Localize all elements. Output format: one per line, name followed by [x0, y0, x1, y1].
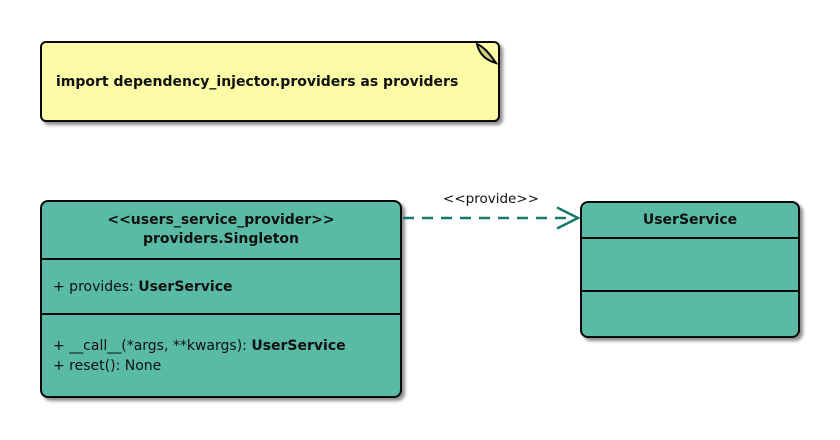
method-text: + reset(): None [53, 357, 162, 374]
provider-class-methods: + __call__(*args, **kwargs): UserService… [42, 313, 400, 396]
method-reset: + reset(): None [42, 356, 400, 376]
attribute-text: + provides: [53, 278, 139, 295]
provider-class-name: providers.Singleton [143, 231, 299, 247]
method-call: + __call__(*args, **kwargs): UserService [42, 336, 400, 356]
provider-class-attributes: + provides: UserService [42, 258, 400, 313]
attribute-type: UserService [138, 278, 233, 295]
note-fold-icon [475, 42, 499, 65]
method-return-type: UserService [251, 337, 346, 354]
provider-class-header: <<users_service_provider>> providers.Sin… [42, 202, 400, 258]
service-class-name: UserService [642, 211, 738, 228]
attribute-provides: + provides: UserService [42, 277, 400, 297]
provide-arrow-label: <<provide>> [443, 191, 539, 207]
provider-class-stereotype: <<users_service_provider>> [107, 212, 335, 228]
note-text: import dependency_injector.providers as … [56, 73, 459, 90]
method-text: + __call__(*args, **kwargs): [53, 337, 252, 354]
service-class-header: UserService [582, 203, 798, 237]
service-class-box: UserService [580, 201, 800, 338]
provide-arrow [403, 206, 581, 230]
service-class-attributes-empty [582, 237, 798, 290]
code-note: import dependency_injector.providers as … [40, 41, 500, 122]
service-class-methods-empty [582, 290, 798, 336]
provider-class-box: <<users_service_provider>> providers.Sin… [40, 200, 402, 398]
